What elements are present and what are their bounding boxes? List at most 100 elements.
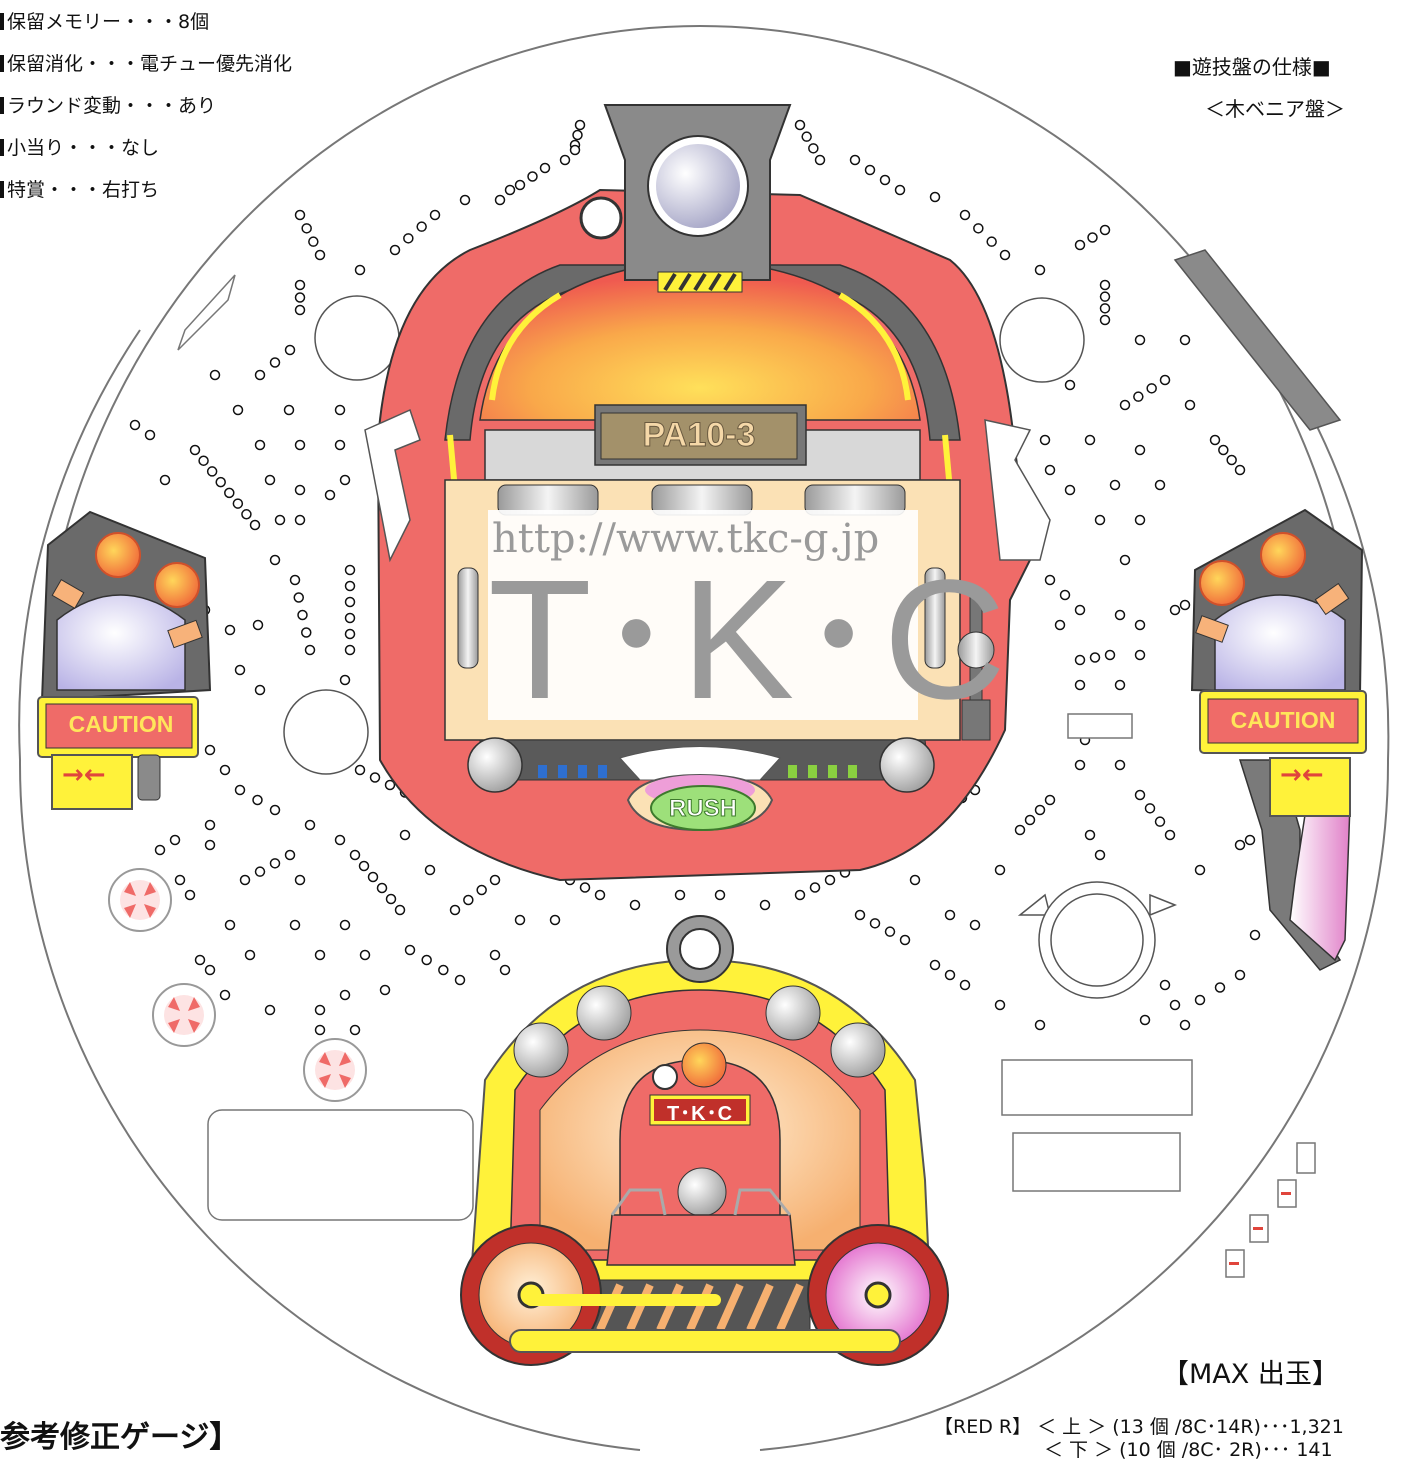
spec-reserve-memory: 保留メモリー・・・8個	[0, 7, 209, 34]
pin	[1179, 1019, 1191, 1031]
left-arrows-icon: →←	[62, 760, 106, 790]
pin	[1099, 303, 1111, 314]
pin	[204, 839, 216, 851]
pin	[314, 249, 326, 261]
pin	[994, 999, 1006, 1011]
pin	[994, 864, 1006, 876]
pin	[294, 874, 306, 886]
pin	[1184, 399, 1196, 411]
pin	[334, 834, 346, 846]
pin	[549, 914, 561, 926]
pin	[421, 954, 432, 966]
pin	[459, 194, 471, 206]
pin	[794, 119, 806, 131]
pin	[1119, 554, 1131, 566]
pin	[204, 964, 216, 976]
pin	[476, 884, 487, 896]
pin	[379, 984, 391, 996]
pin	[219, 764, 231, 776]
pin	[284, 849, 296, 861]
pin	[349, 849, 361, 861]
pin	[301, 223, 312, 234]
pin	[814, 154, 826, 166]
pin	[1159, 979, 1171, 991]
pin	[294, 209, 306, 221]
pin	[986, 236, 997, 247]
pin	[269, 858, 281, 869]
pin	[224, 624, 236, 636]
pin	[794, 889, 806, 901]
pin	[1154, 816, 1166, 827]
pin	[579, 882, 591, 893]
pin	[1234, 464, 1246, 476]
pin	[399, 829, 411, 841]
pin	[1094, 514, 1106, 526]
pin	[514, 179, 526, 191]
pin	[293, 592, 304, 603]
pin	[1014, 824, 1026, 836]
pin	[159, 474, 171, 486]
pin	[438, 964, 449, 976]
pin	[264, 474, 276, 486]
right-arrows-icon: →←	[1280, 760, 1324, 790]
pin	[1134, 649, 1146, 661]
pin	[1064, 484, 1076, 496]
pin	[232, 498, 244, 509]
pin	[1134, 334, 1146, 346]
pin	[809, 882, 821, 893]
pin	[416, 221, 427, 232]
rush-label: RUSH	[668, 795, 737, 823]
pin	[284, 344, 296, 356]
pin	[759, 899, 771, 911]
pin	[376, 882, 388, 894]
pin	[359, 949, 371, 961]
pin	[1087, 232, 1098, 243]
pin	[334, 439, 346, 451]
watermark-panel	[488, 510, 918, 720]
pin	[1134, 444, 1146, 456]
pin	[559, 154, 571, 166]
pin	[339, 474, 351, 486]
pin	[404, 944, 416, 956]
pin	[304, 644, 316, 656]
pin	[424, 864, 436, 876]
pin	[344, 612, 356, 624]
pin	[973, 223, 984, 234]
pin	[959, 209, 971, 221]
pin	[959, 979, 971, 991]
pin	[1074, 239, 1086, 251]
pin	[389, 244, 401, 256]
center-frame	[364, 104, 1051, 882]
pin	[367, 871, 379, 883]
pin	[144, 429, 156, 441]
pin	[294, 484, 306, 496]
left-side-module	[37, 510, 212, 810]
pin	[189, 444, 201, 456]
pin	[354, 264, 366, 276]
pin	[314, 1024, 326, 1036]
pin	[899, 934, 911, 946]
pin	[344, 564, 356, 576]
pin	[394, 904, 406, 916]
pin	[514, 914, 526, 926]
pin	[429, 209, 441, 221]
pin	[1249, 929, 1261, 941]
pin	[1039, 434, 1051, 446]
pin	[1084, 434, 1096, 446]
pin	[252, 619, 264, 631]
pin	[283, 404, 295, 416]
pin	[339, 674, 351, 686]
pin	[254, 369, 266, 381]
pin	[1194, 864, 1206, 876]
pin	[1133, 391, 1144, 402]
gauge-marks	[1229, 1192, 1291, 1265]
pin	[854, 909, 866, 921]
pin	[294, 279, 306, 291]
pin	[224, 919, 236, 931]
side-pockets	[108, 868, 367, 1102]
pin	[369, 772, 381, 783]
pin	[289, 574, 301, 586]
pin	[304, 819, 316, 831]
pin	[884, 926, 896, 937]
pin	[241, 509, 252, 520]
